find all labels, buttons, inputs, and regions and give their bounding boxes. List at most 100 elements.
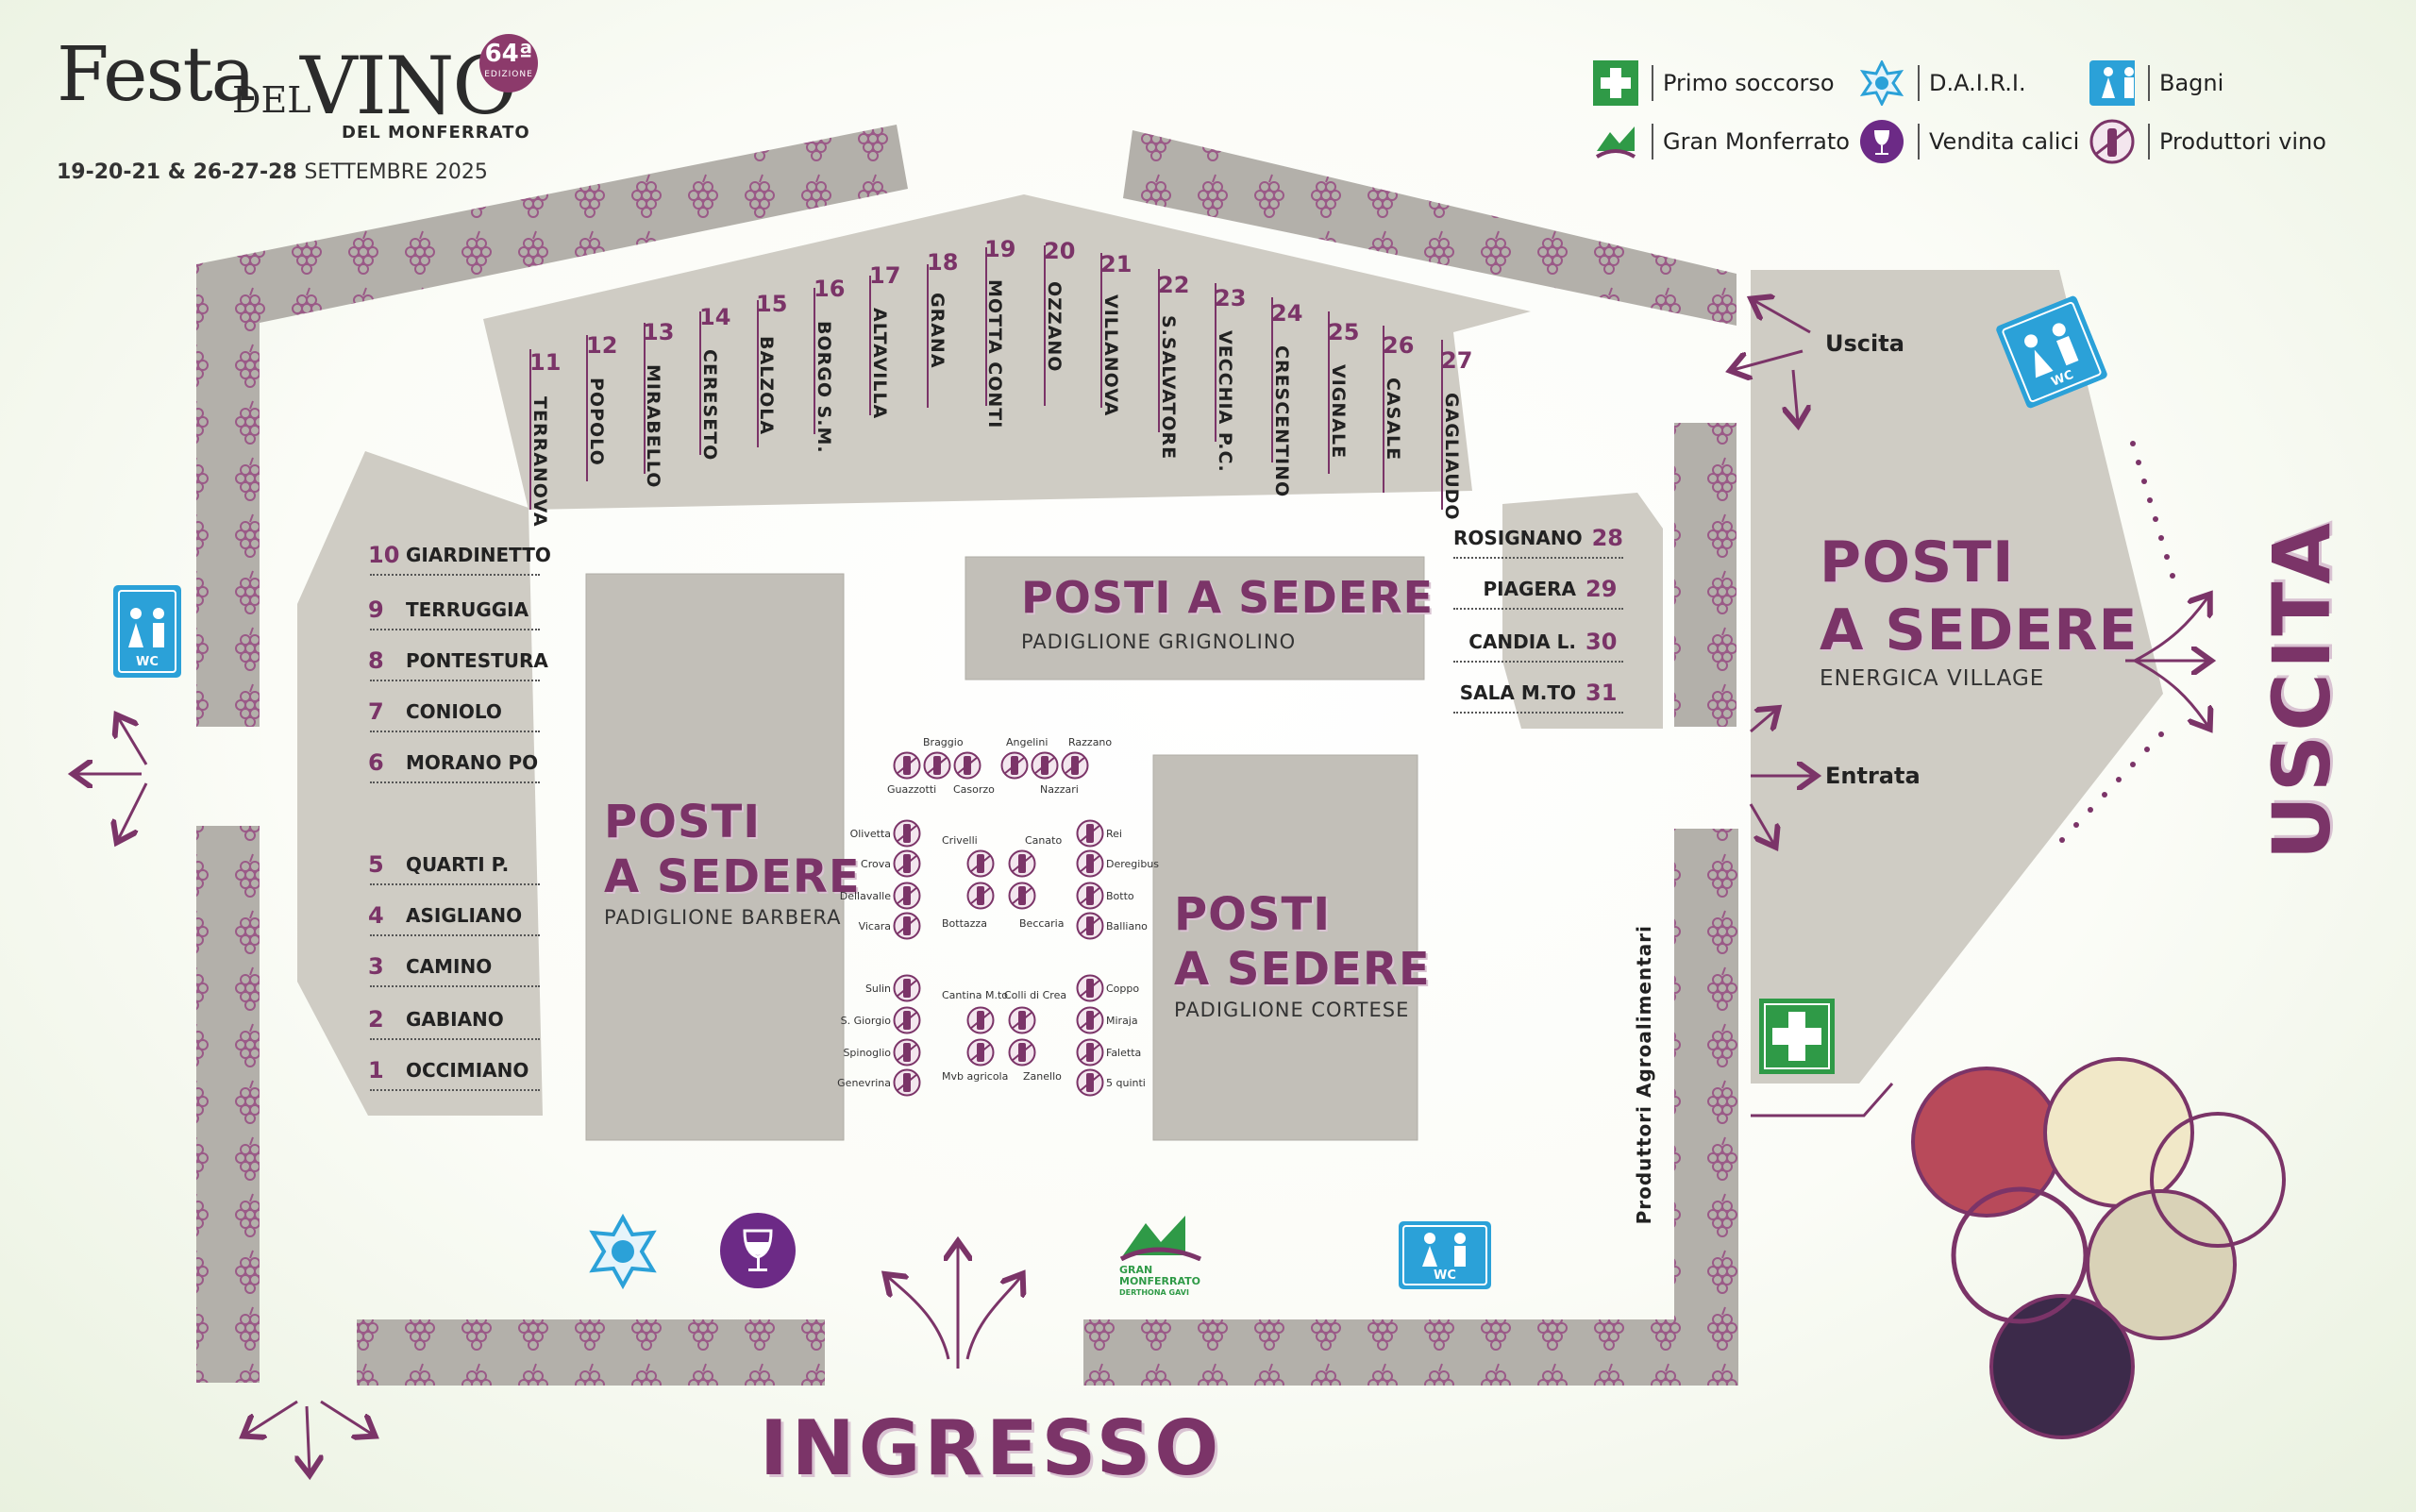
wine-producer-icon — [1008, 1038, 1036, 1067]
logo-monferrato-text: DEL MONFERRATO — [342, 123, 530, 143]
left-stand-number: 10 — [368, 542, 400, 568]
left-stand-row: 9 TERRUGGIA — [368, 591, 528, 629]
edition-badge: 64ª EDIZIONE — [479, 34, 538, 92]
top-stand-number: 15 — [756, 291, 788, 317]
top-stand-name: VECCHIA P.C. — [1215, 330, 1235, 473]
wine-producer-icon — [1076, 1068, 1104, 1097]
seating-barbera-line2: A SEDERE — [604, 850, 861, 903]
legend-dairi: D.A.I.R.I. — [1859, 60, 2026, 106]
right-stand-name: CANDIA L. — [1468, 630, 1576, 653]
wc-bottom-text: WC — [1434, 1268, 1456, 1283]
top-stand-area — [483, 194, 1531, 510]
top-stand-number: 24 — [1271, 300, 1303, 327]
right-stand-name: ROSIGNANO — [1452, 527, 1583, 549]
vineyard-strip-top-right-grapes — [1123, 130, 1736, 326]
entrance-label: Entrata — [1825, 763, 1921, 789]
wine-producer-icon — [893, 819, 921, 848]
wine-producer-name: Cantina M.to — [942, 989, 1009, 1001]
left-stand-divider — [370, 934, 540, 936]
legend-first-aid-label: Primo soccorso — [1663, 70, 1835, 96]
right-stand-number: 28 — [1591, 525, 1623, 551]
pavilion-barbera-shape — [585, 573, 845, 1141]
wine-producer-name: Deregibus — [1106, 858, 1160, 870]
wine-producer-name: Crivelli — [942, 834, 978, 847]
right-stand-divider — [1453, 712, 1623, 714]
wine-producer-name: Faletta — [1106, 1047, 1142, 1059]
top-stand-name: BALZOLA — [756, 336, 777, 436]
top-stand-number: 13 — [643, 319, 675, 345]
left-stand-name: CAMINO — [406, 955, 493, 978]
wc-left-text: WC — [136, 655, 159, 669]
right-stand-number: 31 — [1586, 680, 1618, 706]
seating-energica-title: POSTI A SEDERE — [1820, 529, 2139, 664]
produttori-agroalimentari-label: Produttori Agroalimentari — [1633, 925, 1655, 1225]
wine-producer-name: Casorzo — [953, 783, 995, 796]
left-stand-name: OCCIMIANO — [406, 1059, 529, 1082]
wine-producer-icon — [893, 1006, 921, 1034]
left-stand-name: PONTESTURA — [406, 649, 548, 672]
left-stand-number: 9 — [368, 596, 384, 623]
left-stand-number: 7 — [368, 698, 384, 725]
wine-producer-icon — [953, 751, 982, 780]
seating-cortese-line1: POSTI — [1174, 888, 1332, 941]
wine-producer-name: Genevrina — [837, 1077, 891, 1089]
right-stand-area — [1502, 493, 1663, 729]
vineyard-strip-top-left-grapes — [196, 125, 908, 727]
exit-small-label: Uscita — [1825, 330, 1904, 357]
top-stand-name: ALTAVILLA — [869, 308, 890, 420]
energica-village-area — [1751, 270, 2163, 1084]
left-stand-name: QUARTI P. — [406, 853, 510, 876]
wine-producer-name: Rei — [1106, 828, 1122, 840]
wine-producer-icon — [893, 912, 921, 940]
left-stand-area — [297, 451, 543, 1116]
event-month: SETTEMBRE 2025 — [304, 160, 488, 184]
top-stand-number: 18 — [927, 249, 959, 276]
exit-big-label: USCITA — [2256, 519, 2348, 861]
top-stand-name: OZZANO — [1044, 281, 1065, 373]
top-stand-name: TERRANOVA — [529, 396, 550, 528]
wine-producer-name: Angelini — [1006, 736, 1049, 748]
wine-producer-name: Mvb agricola — [942, 1070, 1009, 1083]
wc-icon — [2089, 60, 2135, 106]
gran-label-2: MONFERRATO — [1119, 1275, 1200, 1287]
top-stand-number: 25 — [1328, 319, 1360, 345]
left-stand-divider — [370, 1089, 540, 1091]
wine-producer-icon — [1000, 751, 1029, 780]
first-aid-icon — [1593, 60, 1638, 106]
pavilion-grignolino-shape — [965, 556, 1425, 680]
wine-producer-name: Sulin — [864, 983, 891, 995]
gran-label-3: DERTHONA GAVI — [1119, 1288, 1189, 1297]
right-stand-row: CANDIA L. 30 — [1453, 623, 1623, 661]
logo-festa-text: Festa — [57, 30, 256, 118]
top-stand-number: 22 — [1158, 272, 1190, 298]
right-stand-divider — [1453, 661, 1623, 663]
decorative-photos — [1911, 1057, 2286, 1439]
direction-arrows — [76, 300, 2208, 1472]
top-stand-number: 17 — [869, 262, 901, 289]
right-stand-row: ROSIGNANO 28 — [1453, 519, 1623, 557]
wine-producer-icon — [1061, 751, 1089, 780]
right-stand-name: PIAGERA — [1483, 578, 1576, 600]
wine-producer-icon — [966, 882, 995, 910]
left-stand-divider — [370, 781, 540, 783]
wine-producer-icon — [893, 849, 921, 878]
top-stand-number: 23 — [1215, 285, 1247, 311]
vineyard-border — [196, 125, 1738, 1386]
top-stand-name: CERESETO — [699, 349, 720, 462]
wine-producer-icon — [1008, 882, 1036, 910]
legend-first-aid: Primo soccorso — [1593, 60, 1835, 106]
legend-gran-monferrato-label: Gran Monferrato — [1663, 128, 1850, 155]
wine-producer-name: Olivetta — [849, 828, 891, 840]
left-stand-name: TERRUGGIA — [406, 598, 529, 621]
left-stand-number: 1 — [368, 1057, 384, 1084]
wine-producer-icon — [1008, 1006, 1036, 1034]
top-stand-name: GAGLIAUDO — [1441, 393, 1462, 521]
right-stand-number: 30 — [1586, 629, 1618, 655]
top-stand-name: GRANA — [927, 293, 948, 369]
